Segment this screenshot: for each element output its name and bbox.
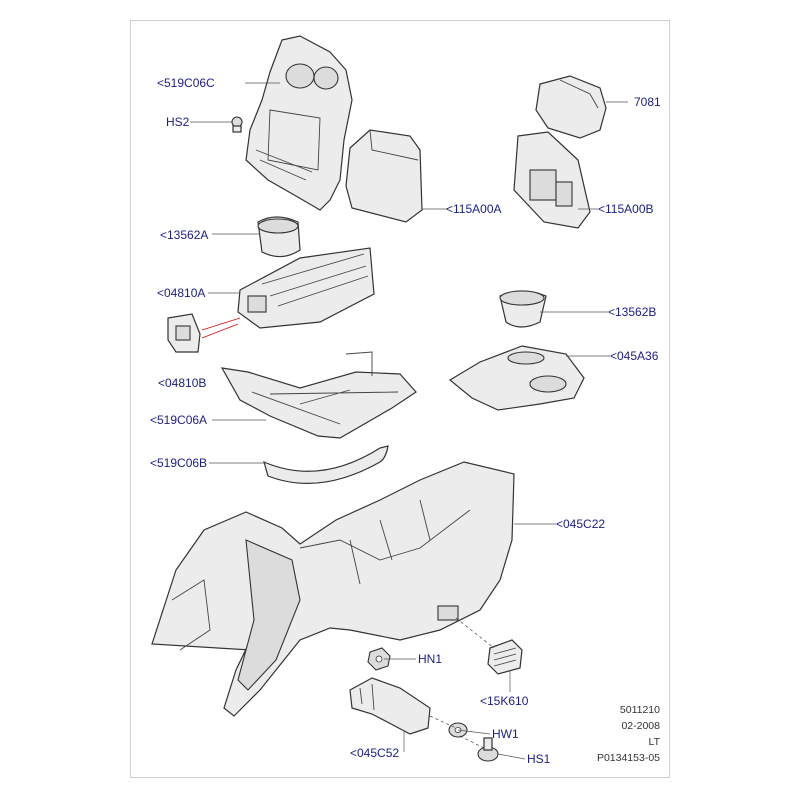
meta-code: 5011210 <box>619 704 660 716</box>
callout-hs2: HS2 <box>166 115 190 129</box>
meta-region: LT <box>648 736 660 748</box>
part-519c06c-bezel <box>245 35 353 211</box>
assembly-dashed-lines <box>429 617 495 749</box>
callout-7081: 7081 <box>634 95 661 109</box>
callout-hs1: HS1 <box>527 752 551 766</box>
callout-519c06a: <519C06A <box>150 413 208 427</box>
callout-04810b: <04810B <box>158 376 207 390</box>
part-hn1-nut <box>367 647 391 671</box>
part-115a00a-storage-box <box>345 129 423 223</box>
callout-045a36: <045A36 <box>610 349 659 363</box>
meta-date: 02-2008 <box>621 720 660 732</box>
part-hs2-screw <box>231 116 243 133</box>
callout-519c06b: <519C06B <box>150 456 208 470</box>
callout-15k610: <15K610 <box>480 694 529 708</box>
callout-04810a: <04810A <box>157 286 206 300</box>
callout-hw1: HW1 <box>492 727 519 741</box>
meta-diagram-id: P0134153-05 <box>596 752 660 764</box>
callout-115a00a: <115A00A <box>446 202 502 216</box>
part-519c06a-frame <box>220 351 417 439</box>
part-045c52-bracket <box>349 677 431 735</box>
part-045c22-console <box>151 461 515 717</box>
callout-045c22: <045C22 <box>556 517 606 531</box>
part-045a36-tray <box>448 345 585 411</box>
callout-045c52: <045C52 <box>350 746 400 760</box>
diagram-frame <box>130 20 670 778</box>
highlight-leaders <box>201 317 241 339</box>
callout-13562b: <13562B <box>608 305 657 319</box>
leader-lines <box>190 82 628 760</box>
callout-hn1: HN1 <box>418 652 443 666</box>
callout-13562a: <13562A <box>160 228 209 242</box>
part-15k610-vent <box>487 639 523 675</box>
part-7081-lid <box>535 75 607 139</box>
part-13562a-cupholder <box>257 216 301 258</box>
part-519c06b-trim <box>263 445 389 485</box>
callout-115a00b: <115A00B <box>598 202 654 216</box>
part-04810b-insert <box>167 313 201 353</box>
callout-519c06c: <519C06C <box>157 76 215 90</box>
part-13562b-cupholder <box>499 290 547 328</box>
part-115a00b-storage-assembly <box>513 131 591 229</box>
part-hs1-screw <box>477 737 499 762</box>
part-04810a-module <box>237 247 375 329</box>
